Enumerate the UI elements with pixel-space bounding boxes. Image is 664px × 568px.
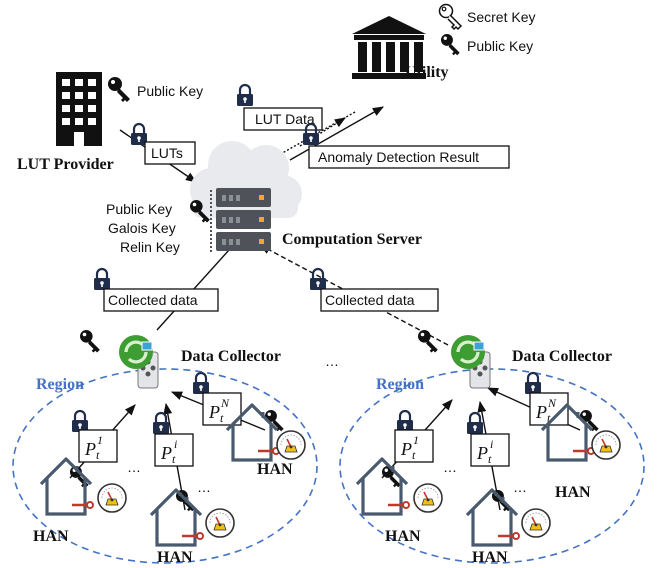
left-hann-label: HAN bbox=[257, 461, 293, 478]
server-key-3: Relin Key bbox=[120, 239, 180, 255]
left-hani-label: HAN bbox=[157, 549, 193, 566]
server-key-1: Public Key bbox=[106, 201, 172, 217]
utility-public-key-icon bbox=[441, 34, 460, 56]
server-rack-icon bbox=[210, 188, 271, 252]
utility-building-icon bbox=[352, 16, 426, 79]
svg-text:N: N bbox=[220, 396, 230, 410]
left-p1-lock-icon bbox=[70, 409, 90, 434]
right-han1-house-icon bbox=[355, 457, 411, 516]
right-hann-label: HAN bbox=[555, 484, 591, 501]
lut-provider-public-key-label: Public Key bbox=[137, 83, 203, 99]
right-han-ellipsis-1: … bbox=[443, 459, 457, 475]
utility-label: Utility bbox=[405, 64, 449, 81]
utility-public-key-label: Public Key bbox=[467, 38, 533, 54]
svg-text:N: N bbox=[547, 396, 557, 410]
svg-text:P: P bbox=[84, 439, 96, 459]
svg-text:t: t bbox=[488, 452, 492, 466]
lut-data-message-box bbox=[243, 107, 323, 131]
svg-text:P: P bbox=[535, 402, 547, 422]
server-key-2: Galois Key bbox=[108, 220, 176, 236]
collected-left-label: Collected data bbox=[108, 292, 198, 308]
left-pi-box: P t i bbox=[154, 433, 194, 467]
region-left-boundary bbox=[12, 368, 318, 564]
luts-message-label: LUTs bbox=[151, 145, 183, 161]
right-han1-label: HAN bbox=[385, 528, 421, 545]
collected-right-label: Collected data bbox=[325, 292, 415, 308]
svg-text:1: 1 bbox=[413, 433, 419, 447]
collected-right-box bbox=[320, 288, 439, 312]
collector-right-device-icon bbox=[449, 333, 492, 390]
left-han-ellipsis-1: … bbox=[127, 459, 141, 475]
collected-left-box bbox=[103, 288, 219, 312]
svg-text:t: t bbox=[220, 411, 224, 425]
svg-text:P: P bbox=[160, 443, 172, 463]
svg-text:1: 1 bbox=[97, 433, 103, 447]
luts-message-box bbox=[144, 141, 196, 165]
right-pi-box: P t i bbox=[470, 433, 510, 467]
anomaly-message-box bbox=[308, 145, 510, 169]
collectors-ellipsis: … bbox=[325, 353, 339, 369]
right-p1-lock-icon bbox=[395, 409, 415, 434]
left-han-ellipsis-2: … bbox=[197, 479, 211, 495]
left-pn-lock-icon bbox=[191, 371, 211, 396]
svg-text:t: t bbox=[96, 448, 100, 462]
anomaly-message-label: Anomaly Detection Result bbox=[318, 149, 479, 165]
svg-text:P: P bbox=[400, 439, 412, 459]
right-han1-meter-icon bbox=[413, 483, 443, 513]
collector-left-device-icon bbox=[117, 333, 160, 390]
server-label: Computation Server bbox=[282, 231, 422, 248]
right-hani-meter-icon bbox=[521, 508, 551, 538]
collected-left-lock-icon bbox=[92, 267, 112, 292]
left-han1-meter-icon bbox=[97, 483, 127, 513]
left-hani-meter-icon bbox=[205, 508, 235, 538]
right-p1-box: P t 1 bbox=[394, 429, 434, 463]
right-hann-meter-icon bbox=[591, 430, 621, 460]
svg-text:t: t bbox=[172, 452, 176, 466]
lut-data-lock-icon bbox=[235, 83, 255, 108]
arrow-left-collector-to-server bbox=[156, 239, 239, 331]
svg-text:t: t bbox=[547, 411, 551, 425]
left-pi-lock-icon bbox=[151, 411, 171, 436]
right-pn-lock-icon bbox=[523, 371, 543, 396]
right-pi-lock-icon bbox=[465, 411, 485, 436]
secret-key-icon bbox=[438, 3, 462, 30]
left-han1-label: HAN bbox=[33, 528, 69, 545]
svg-text:i: i bbox=[490, 437, 493, 451]
left-han1-house-icon bbox=[39, 457, 95, 516]
lut-provider-building-icon bbox=[56, 72, 102, 146]
collector-left-key-icon bbox=[80, 330, 100, 353]
svg-text:t: t bbox=[412, 448, 416, 462]
svg-text:P: P bbox=[476, 443, 488, 463]
arrow-anomaly-to-utility bbox=[289, 106, 384, 161]
lut-provider-label: LUT Provider bbox=[17, 156, 114, 173]
lut-data-message-label: LUT Data bbox=[255, 111, 315, 127]
left-p1-box: P t 1 bbox=[78, 429, 118, 463]
left-hann-meter-icon bbox=[276, 430, 306, 460]
region-right-label: Region bbox=[376, 376, 424, 393]
svg-text:i: i bbox=[174, 437, 177, 451]
right-hani-label: HAN bbox=[472, 549, 508, 566]
collected-right-lock-icon bbox=[308, 267, 328, 292]
region-right-boundary bbox=[339, 368, 645, 564]
right-han-ellipsis-2: … bbox=[513, 479, 527, 495]
region-left-label: Region bbox=[36, 376, 84, 393]
lut-provider-public-key-icon bbox=[108, 77, 130, 102]
collector-right-key-icon bbox=[418, 330, 438, 353]
collector-right-label: Data Collector bbox=[512, 348, 612, 365]
utility-secret-key-label: Secret Key bbox=[467, 9, 535, 25]
left-pn-box: P t N bbox=[202, 392, 242, 426]
collector-left-label: Data Collector bbox=[181, 348, 281, 365]
svg-text:P: P bbox=[208, 402, 220, 422]
